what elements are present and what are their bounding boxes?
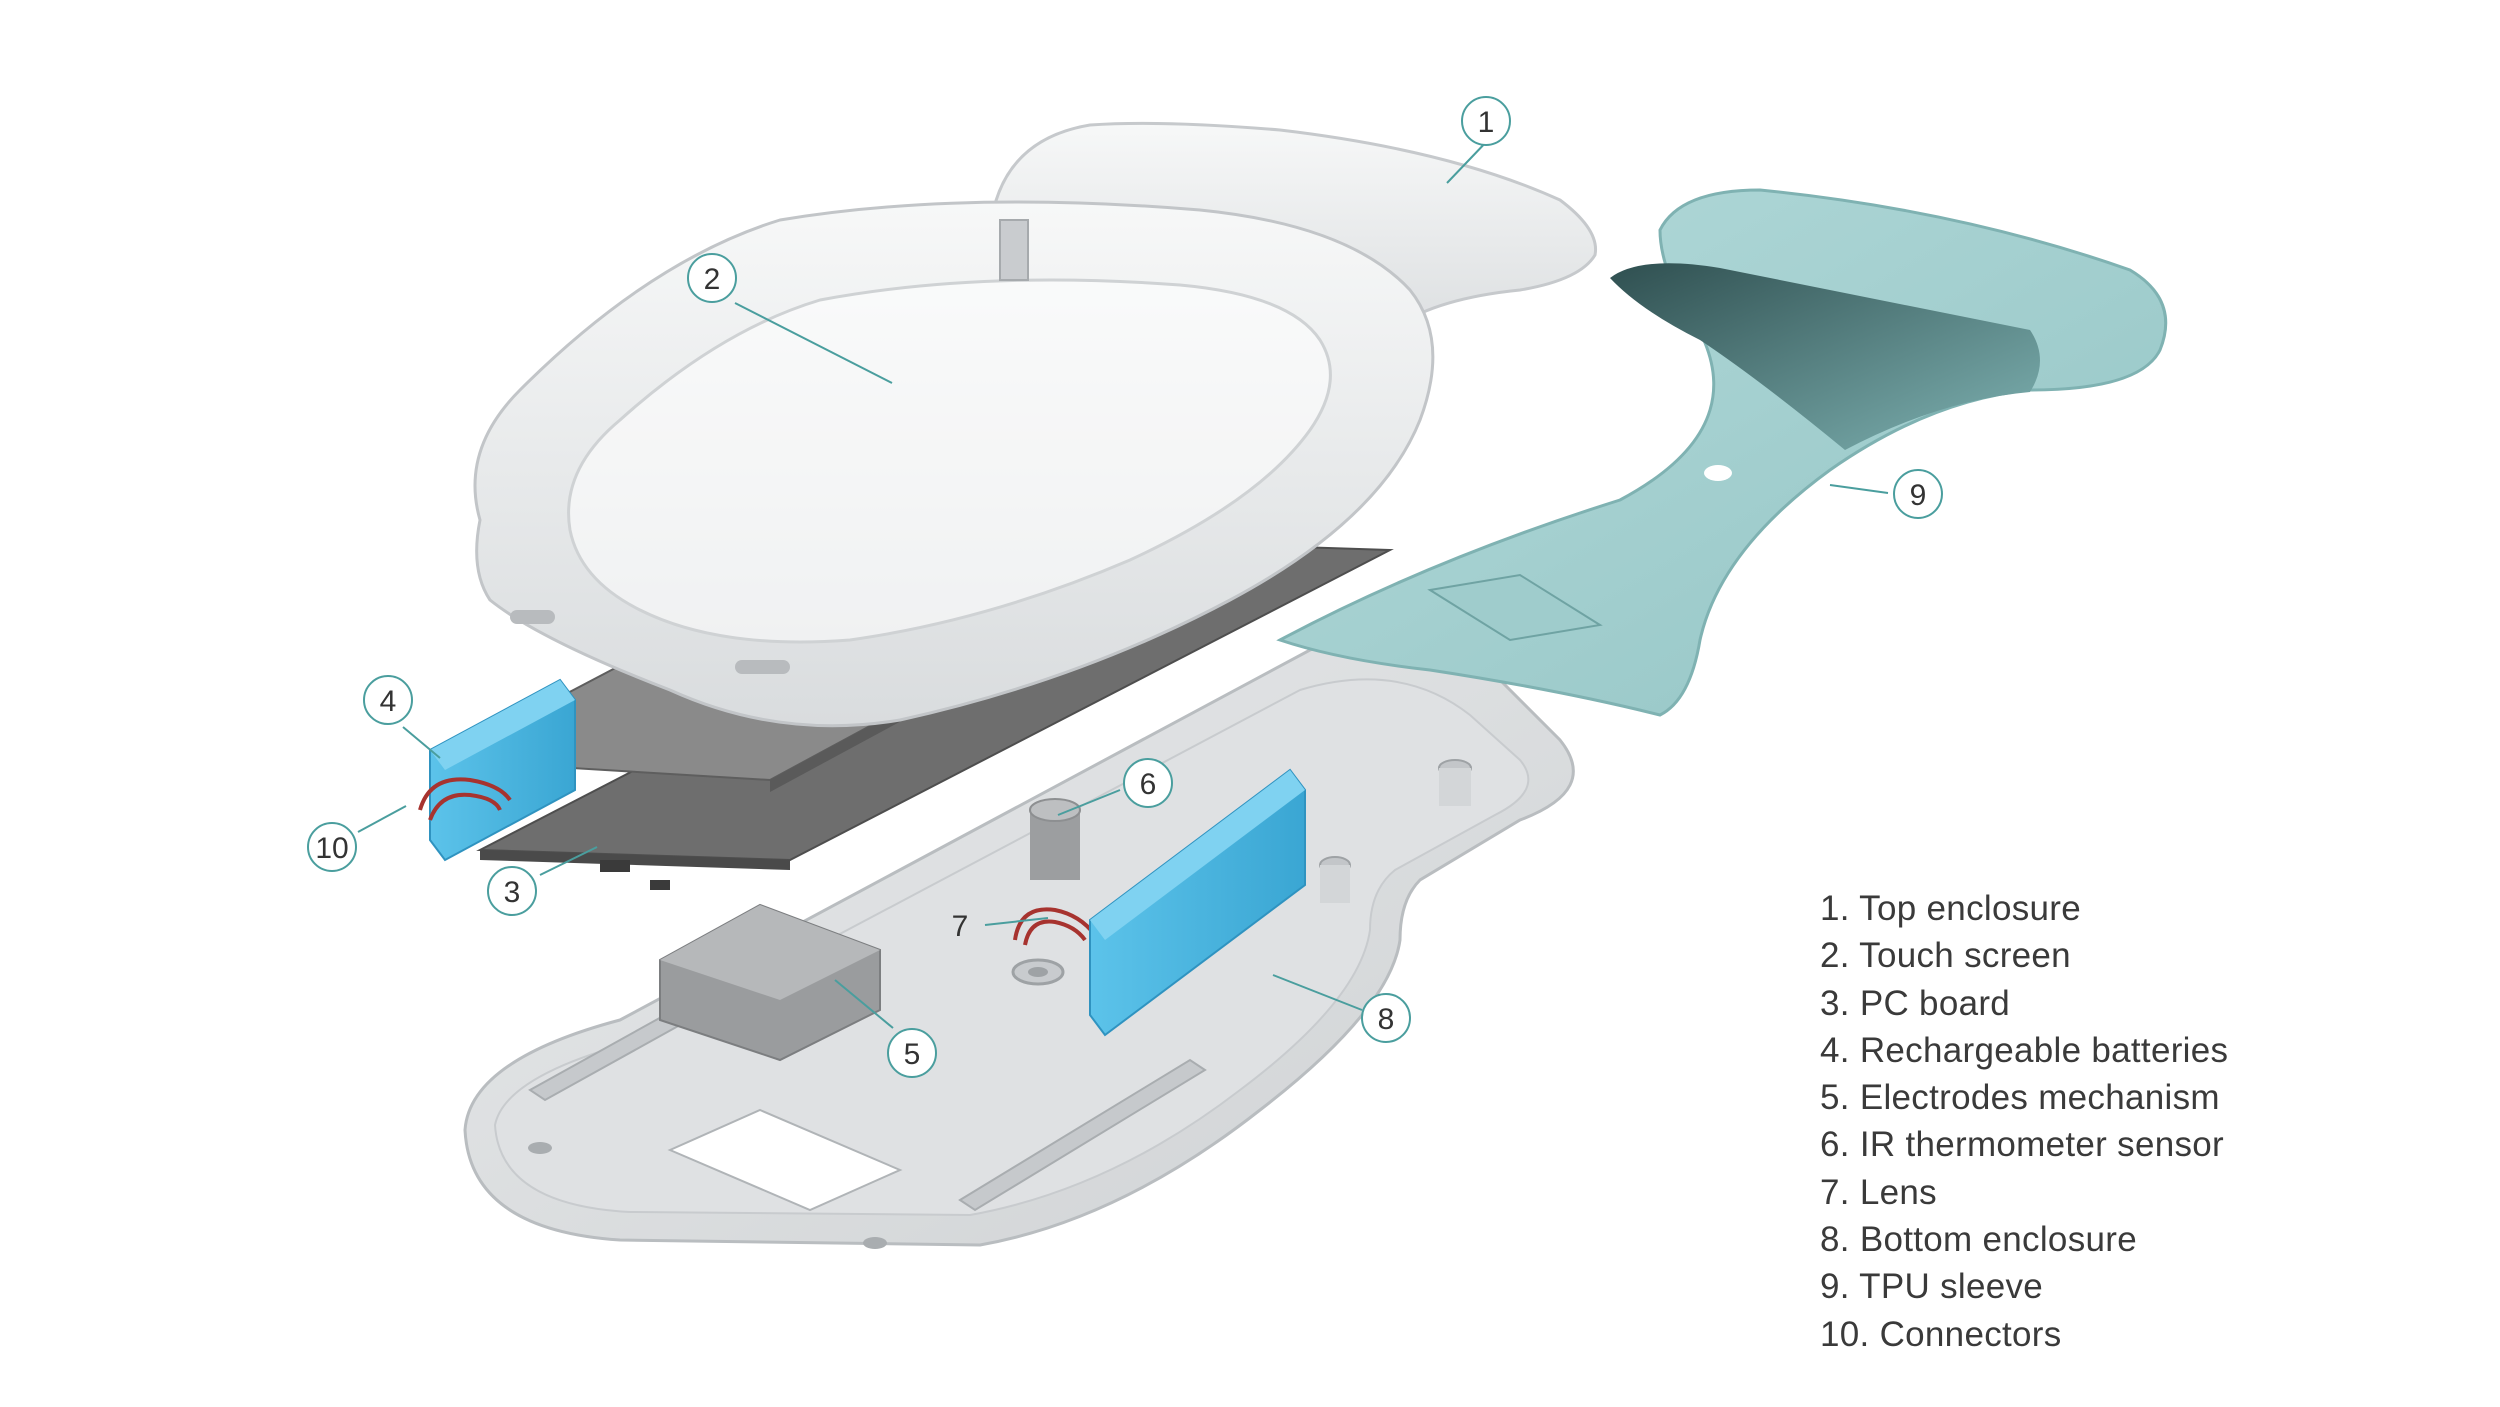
leader-4 — [402, 726, 441, 759]
svg-text:2: 2 — [704, 263, 721, 296]
svg-text:1: 1 — [1478, 106, 1495, 139]
svg-text:8: 8 — [1378, 1003, 1395, 1036]
lens-connector — [1013, 907, 1097, 946]
leader-7 — [984, 917, 1049, 926]
leader-6 — [1057, 789, 1121, 816]
callout-1: 1 — [1461, 96, 1511, 146]
legend-item: 7. Lens — [1820, 1172, 1937, 1212]
callout-2: 2 — [687, 253, 737, 303]
callout-4: 4 — [363, 675, 413, 725]
legend-item: 2. Touch screen — [1820, 936, 2071, 976]
legend-item: 8. Bottom enclosure — [1820, 1220, 2137, 1260]
leader-5 — [834, 979, 894, 1029]
leader-9 — [1829, 484, 1889, 494]
tpu-sleeve — [1276, 188, 2168, 717]
svg-text:7: 7 — [952, 910, 969, 943]
svg-text:3: 3 — [504, 876, 521, 909]
svg-text:4: 4 — [380, 685, 397, 718]
electrodes-mechanism — [659, 903, 881, 1062]
callout-5: 5 — [887, 1028, 937, 1078]
leader-3 — [539, 846, 598, 876]
top-enclosure — [473, 121, 1598, 728]
leader-10 — [357, 805, 407, 833]
legend-item: 6. IR thermometer sensor — [1820, 1125, 2225, 1165]
parts-legend: 1. Top enclosure 2. Touch screen 3. PC b… — [1820, 885, 2460, 1358]
battery-right — [1089, 768, 1306, 1037]
legend-item: 9. TPU sleeve — [1820, 1267, 2044, 1307]
callout-10: 10 — [307, 822, 357, 872]
legend-item: 5. Electrodes mechanism — [1820, 1078, 2220, 1118]
ir-sensor — [1029, 798, 1081, 880]
svg-text:10: 10 — [315, 832, 348, 865]
legend-item: 1. Top enclosure — [1820, 889, 2081, 928]
legend-item: 3. PC board — [1820, 983, 2011, 1023]
svg-text:5: 5 — [904, 1038, 921, 1071]
svg-text:6: 6 — [1140, 768, 1157, 801]
legend-item: 4. Rechargeable batteries — [1820, 1030, 2229, 1070]
legend-item: 10. Connectors — [1820, 1314, 2062, 1354]
svg-text:9: 9 — [1910, 479, 1927, 512]
callout-7: 7 — [952, 910, 969, 943]
callout-3: 3 — [487, 866, 537, 916]
connectors — [418, 777, 512, 821]
callout-6: 6 — [1123, 758, 1173, 808]
leader-lines — [357, 137, 1889, 1029]
callout-8: 8 — [1361, 993, 1411, 1043]
leader-2 — [734, 302, 893, 384]
callout-9: 9 — [1893, 469, 1943, 519]
battery-left — [429, 678, 576, 862]
leader-8 — [1272, 974, 1363, 1011]
